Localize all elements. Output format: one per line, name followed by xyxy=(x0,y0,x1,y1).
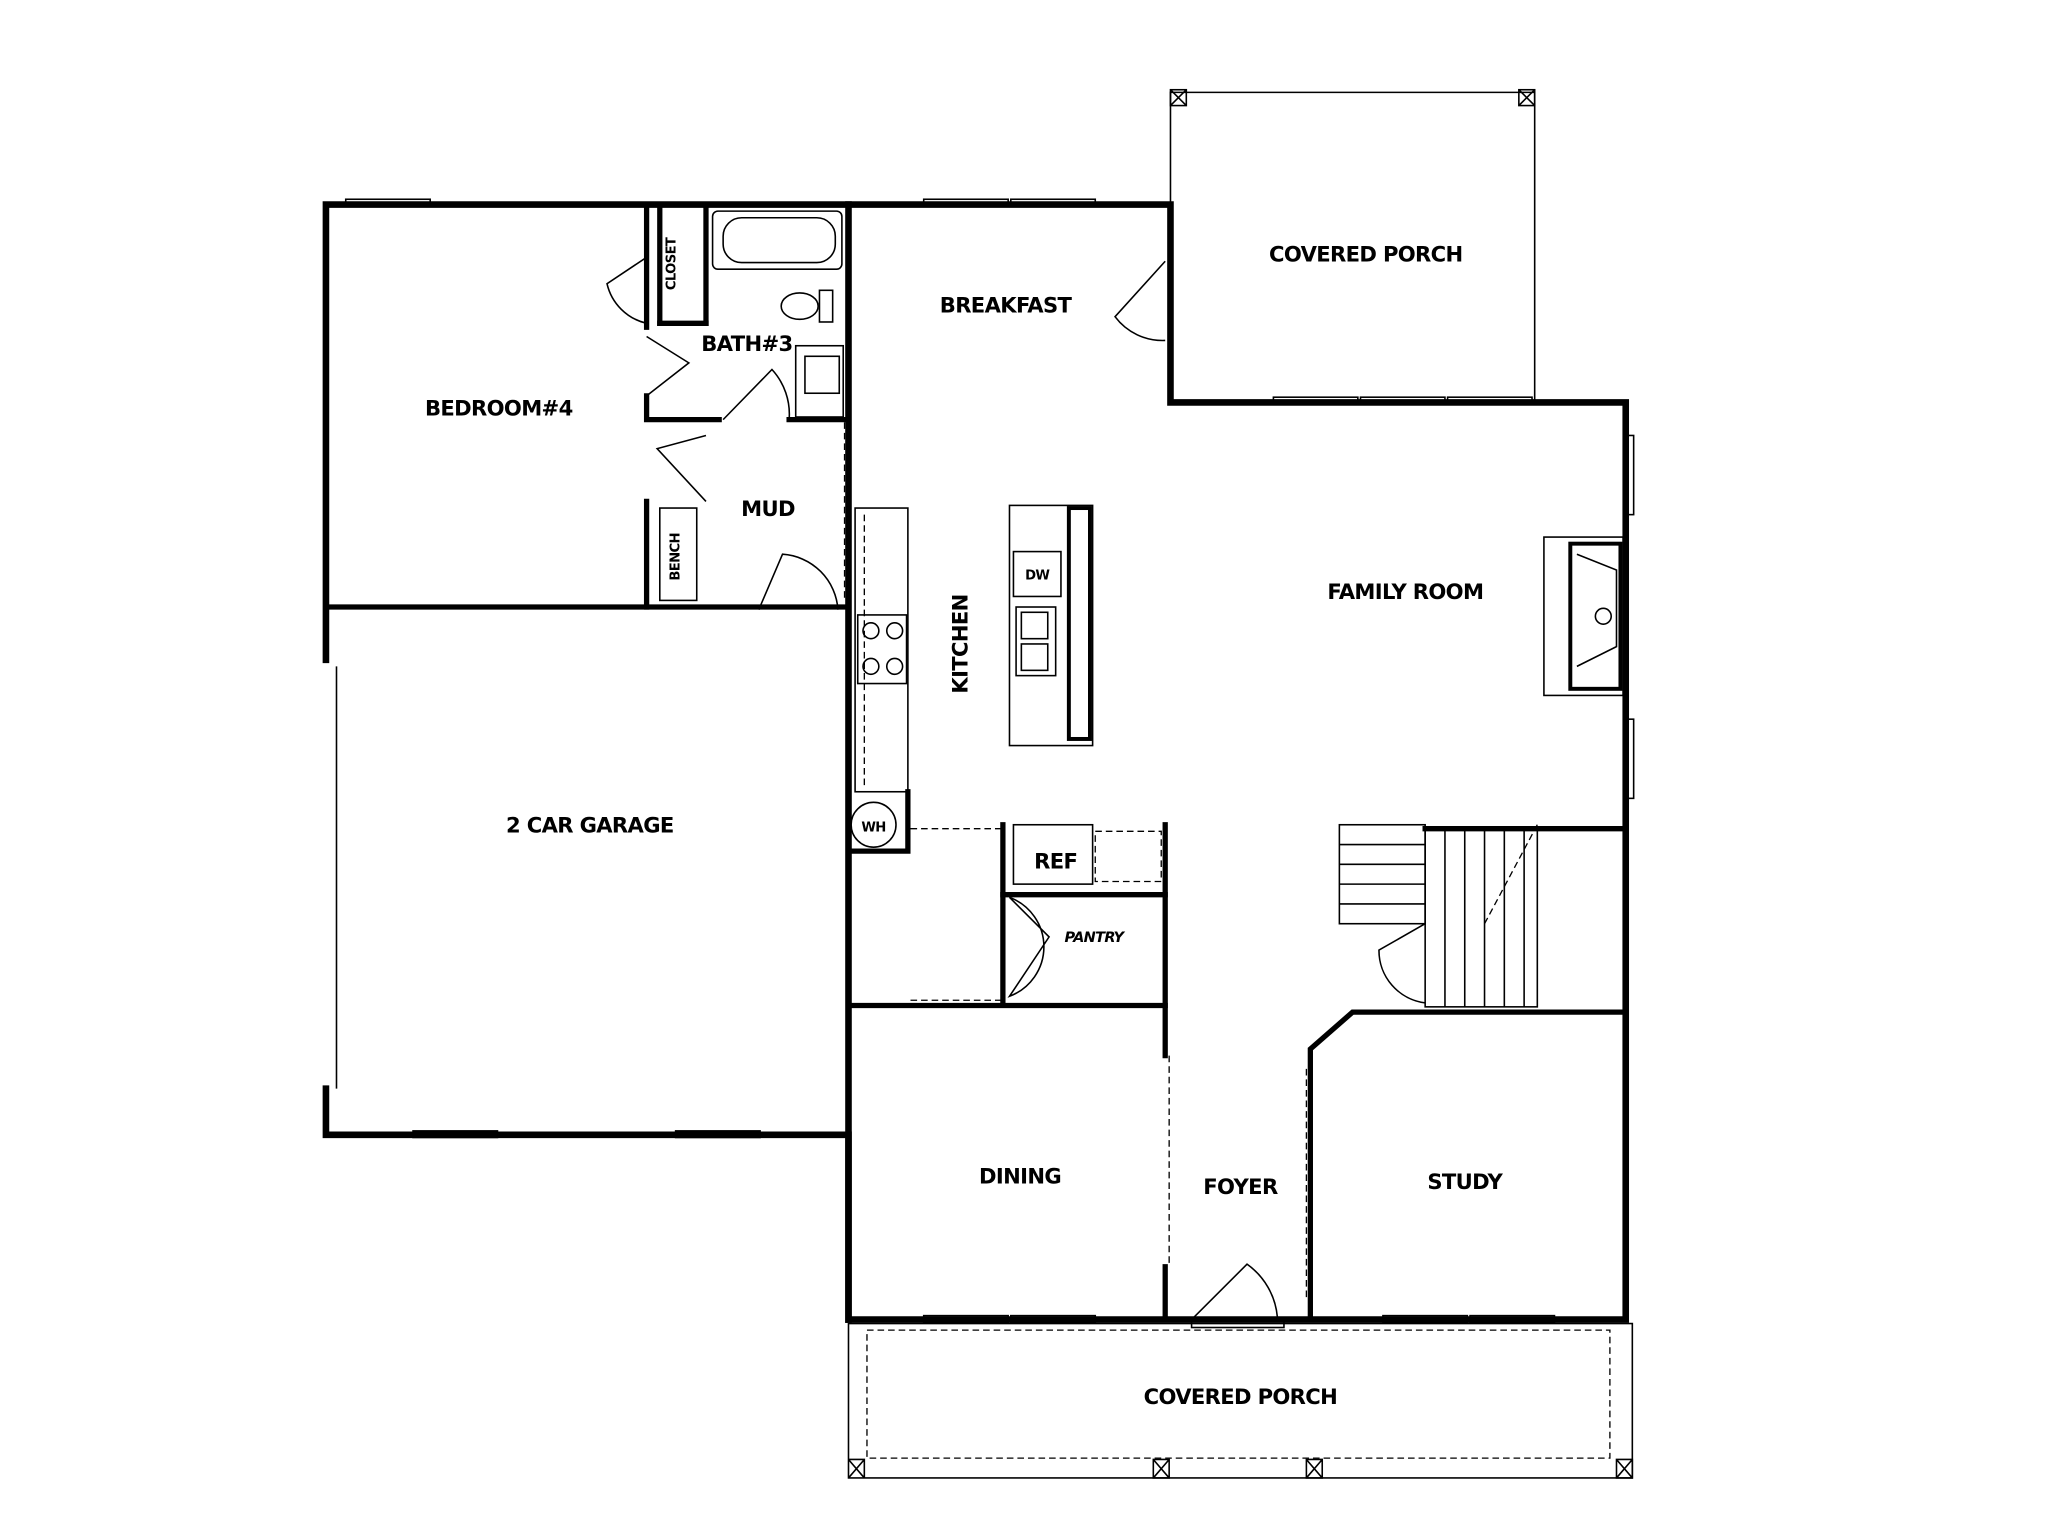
fireplace-icon xyxy=(1543,536,1624,697)
kitchen-counter xyxy=(854,507,909,793)
interior-doors xyxy=(606,256,1426,1004)
rear-door[interactable] xyxy=(1114,260,1166,342)
label-dining: DINING xyxy=(979,1164,1061,1189)
label-family-room: FAMILY ROOM xyxy=(1327,579,1483,604)
svg-text:WH: WH xyxy=(861,820,885,835)
rear-covered-porch xyxy=(1169,88,1536,403)
kitchen-island: DW xyxy=(1008,504,1094,747)
label-closet: CLOSET xyxy=(665,237,680,290)
label-foyer: FOYER xyxy=(1203,1174,1278,1199)
exterior-walls xyxy=(322,201,1630,1323)
tub-icon xyxy=(711,210,843,270)
label-bench: BENCH xyxy=(669,533,684,581)
label-bath3: BATH#3 xyxy=(701,331,792,356)
label-bedroom4: BEDROOM#4 xyxy=(425,396,573,421)
label-study: STUDY xyxy=(1427,1169,1503,1194)
front-covered-porch xyxy=(847,1322,1634,1479)
room-labels: COVERED PORCH BREAKFAST BATH#3 CLOSET BE… xyxy=(425,237,1504,1409)
label-ref: REF xyxy=(1034,848,1077,873)
label-covered-porch-front: COVERED PORCH xyxy=(1144,1384,1337,1409)
sink-icon xyxy=(794,344,845,418)
label-covered-porch-rear: COVERED PORCH xyxy=(1269,241,1462,266)
label-garage: 2 CAR GARAGE xyxy=(506,813,674,838)
stairs xyxy=(1338,823,1539,1008)
refrigerator xyxy=(1012,823,1162,885)
label-kitchen: KITCHEN xyxy=(947,594,972,693)
toilet-icon xyxy=(780,289,834,323)
interior-walls xyxy=(323,201,1629,1323)
dishwasher-label: DW xyxy=(1025,568,1050,583)
water-heater: WH xyxy=(850,801,897,848)
label-pantry: PANTRY xyxy=(1064,930,1125,946)
label-breakfast: BREAKFAST xyxy=(940,293,1073,318)
label-mud: MUD xyxy=(741,496,795,521)
windows xyxy=(344,198,1635,1324)
